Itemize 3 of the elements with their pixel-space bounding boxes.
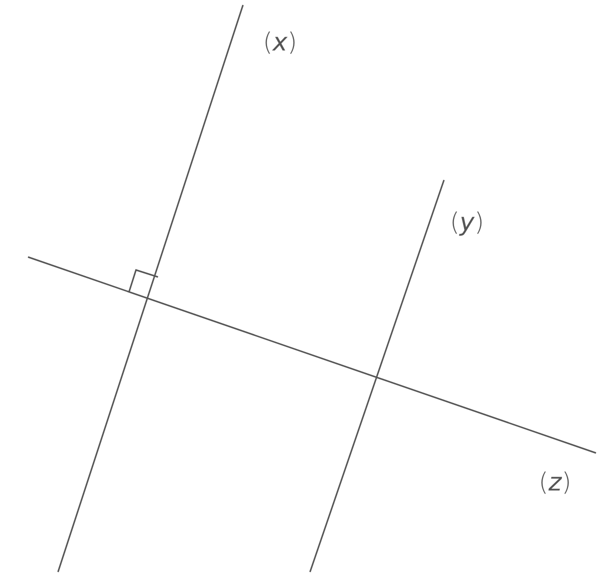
line-label: (z) — [538, 470, 572, 494]
line-label: (y) — [450, 210, 484, 234]
line-label: (x) — [262, 30, 298, 54]
